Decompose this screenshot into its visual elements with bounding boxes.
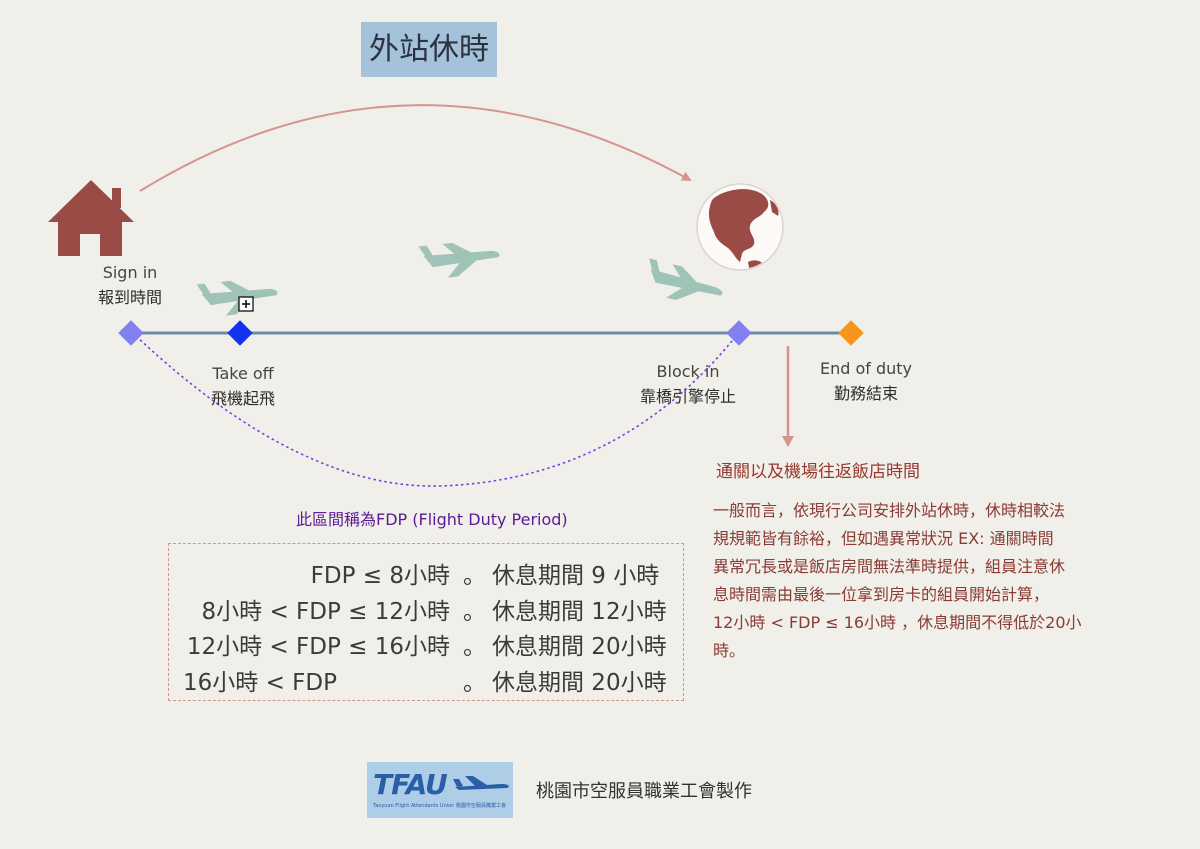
rule-row: 8小時 < FDP ≤ 12小時 。 休息期間 12小時 [169,588,685,625]
globe-icon [696,183,784,271]
sign-in-label: Sign in 報到時間 [80,260,180,310]
rule-rest-period: 休息期間 20小時 [492,634,667,660]
fdp-arc [135,335,737,487]
end-of-duty-en: End of duty [819,359,913,378]
trip-arc [139,104,692,192]
take-off-en: Take off [212,364,274,383]
sign-in-en: Sign in [102,263,158,282]
fdp-caption: 此區間稱為FDP (Flight Duty Period) [296,510,568,529]
note-title: 通關以及機場往返飯店時間 [716,462,920,482]
rule-separator: 。 [463,599,486,625]
logo-airplane-icon [453,776,509,790]
note-text: 一般而言，依現行公司安排外站休時，休時相較法 規規範皆有餘裕，但如遇異常狀況 E… [713,497,1173,665]
rule-row: 12小時 < FDP ≤ 16小時 。 休息期間 20小時 [169,623,685,660]
airplane-icon [196,280,278,316]
rule-rest-period: 休息期間 9 小時 [492,563,660,589]
block-in-en: Block in [656,362,720,381]
take-off-marker [227,320,253,346]
sign-in-zh: 報到時間 [97,288,162,307]
block-in-zh: 靠橋引擎停止 [639,387,736,406]
block-in-marker [726,320,752,346]
rule-condition: 16小時 < FDP [183,670,337,696]
rest-rules-box: FDP ≤ 8小時 。 休息期間 9 小時 8小時 < FDP ≤ 12小時 。… [168,543,684,701]
airplane-icon [649,258,723,301]
down-arrow-icon [782,346,794,447]
page-title: 外站休時 [361,22,497,77]
logo-text: TFAU [373,768,448,801]
rule-rest-period: 休息期間 12小時 [492,599,667,625]
credit-text: 桃園市空服員職業工會製作 [536,781,752,802]
rule-condition: 12小時 < FDP ≤ 16小時 [186,634,450,660]
note-line: 12小時 < FDP ≤ 16小時 ，休息期間不得低於20小 [713,613,1082,632]
union-logo: TFAU Taoyuan Flight Attendants Union 桃園市… [367,762,513,818]
rule-separator: 。 [463,634,486,660]
logo-subtitle: Taoyuan Flight Attendants Union 桃園市空服員職業… [373,803,506,809]
note-line: 一般而言，依現行公司安排外站休時，休時相較法 [713,501,1066,520]
note-line: 規規範皆有餘裕，但如遇異常狀況 EX: 通關時間 [713,529,1054,548]
rule-condition: FDP ≤ 8小時 [310,563,450,589]
take-off-zh: 飛機起飛 [210,389,275,408]
take-off-label: Take off 飛機起飛 [190,361,296,411]
airplane-icon [418,242,500,278]
expand-icon[interactable] [238,296,254,312]
rule-row: FDP ≤ 8小時 。 休息期間 9 小時 [169,552,685,589]
note-line: 時。 [713,641,746,660]
note-line: 異常冗長或是飯店房間無法準時提供，組員注意休 [713,557,1066,576]
rule-condition: 8小時 < FDP ≤ 12小時 [201,599,451,625]
end-of-duty-zh: 勤務結束 [833,384,898,403]
house-icon [48,180,134,256]
block-in-label: Block in 靠橋引擎停止 [620,359,756,409]
rule-separator: 。 [463,563,486,589]
end-of-duty-marker [838,320,864,346]
end-of-duty-label: End of duty 勤務結束 [806,356,926,406]
rule-rest-period: 休息期間 20小時 [492,670,667,696]
sign-in-marker [118,320,144,346]
rule-separator: 。 [463,670,486,696]
rule-row: 16小時 < FDP 。 休息期間 20小時 [169,659,685,696]
note-line: 息時間需由最後一位拿到房卡的組員開始計算， [713,585,1050,604]
